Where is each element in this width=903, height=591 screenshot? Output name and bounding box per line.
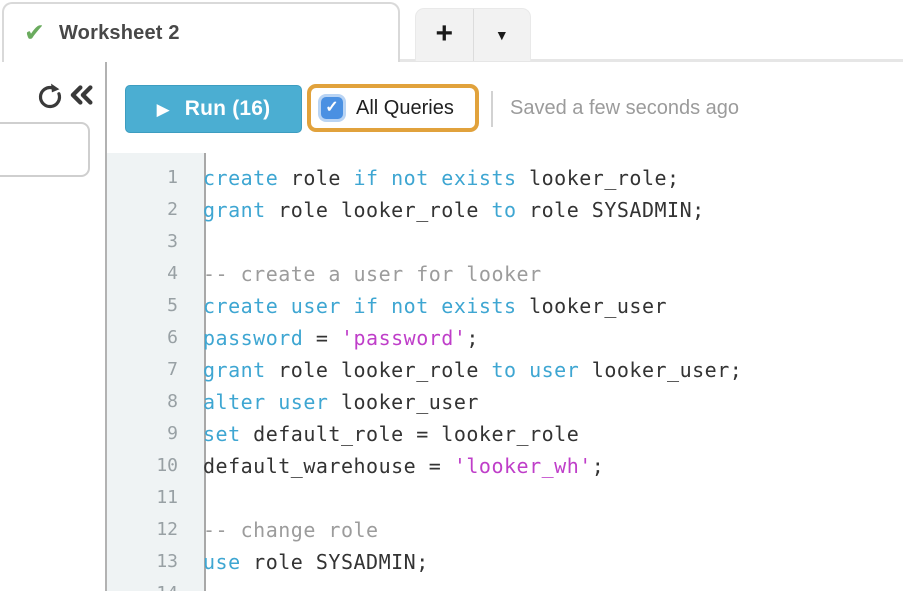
code-text: grant role looker_role to user looker_us…	[203, 358, 743, 382]
new-worksheet-button[interactable]: +	[416, 9, 473, 61]
code-text: alter user looker_user	[203, 390, 479, 414]
checkmark-icon: ✓	[325, 99, 339, 116]
saved-status: Saved a few seconds ago	[510, 97, 740, 119]
double-chevron-left-icon	[70, 85, 93, 105]
line-number: 11	[156, 487, 178, 508]
line-number: 13	[156, 551, 178, 572]
line-number: 1	[167, 167, 178, 188]
code-line[interactable]: 6 password = 'password';	[107, 322, 903, 354]
code-text	[192, 226, 203, 258]
refresh-icon	[38, 83, 62, 109]
code-text	[192, 482, 203, 514]
sidebar-search-box[interactable]	[0, 122, 90, 177]
code-text: grant role looker_role to role SYSADMIN;	[203, 198, 705, 222]
line-number: 4	[167, 263, 178, 284]
run-button[interactable]: ▶ Run (16)	[125, 85, 302, 133]
sidebar-editor-divider	[105, 62, 107, 591]
code-line[interactable]: 9 set default_role = looker_role	[107, 418, 903, 450]
code-text	[192, 578, 203, 591]
code-line[interactable]: 11	[107, 482, 903, 514]
play-icon: ▶	[156, 99, 170, 119]
code-line[interactable]: 8 alter user looker_user	[107, 386, 903, 418]
code-text: -- create a user for looker	[203, 262, 542, 286]
check-icon: ✔	[24, 18, 45, 47]
line-number: 14	[107, 578, 192, 591]
code-line[interactable]: 5 create user if not exists looker_user	[107, 290, 903, 322]
code-lines: 1 create role if not exists looker_role; 2…	[107, 162, 903, 591]
sql-editor[interactable]: 1 create role if not exists looker_role; 2…	[107, 162, 903, 591]
code-text: -- change role	[203, 518, 379, 542]
code-text: use role SYSADMIN;	[203, 550, 429, 574]
code-line[interactable]: 10 default_warehouse = 'looker_wh';	[107, 450, 903, 482]
code-line[interactable]: 2 grant role looker_role to role SYSADMIN…	[107, 194, 903, 226]
tab-actions-group: + ▼	[415, 8, 531, 61]
line-number: 6	[167, 327, 178, 348]
line-number: 7	[167, 359, 178, 380]
all-queries-checkbox[interactable]: ✓	[321, 97, 343, 119]
code-line[interactable]: 3	[107, 226, 903, 258]
line-number: 8	[167, 391, 178, 412]
line-number-gutter	[107, 153, 206, 591]
line-number: 3	[167, 231, 178, 252]
tab-label: Worksheet 2	[58, 21, 180, 44]
worksheet-menu-button[interactable]: ▼	[472, 9, 531, 61]
code-text: default_warehouse = 'looker_wh';	[203, 454, 605, 478]
collapse-sidebar-button[interactable]	[66, 80, 96, 110]
code-line[interactable]: 7 grant role looker_role to user looker_u…	[107, 354, 903, 386]
line-number: 10	[156, 455, 178, 476]
tabbar-bottom-border	[398, 59, 903, 62]
code-text: password = 'password';	[203, 326, 479, 350]
code-line[interactable]: 13 use role SYSADMIN;	[107, 546, 903, 578]
line-number: 5	[167, 295, 178, 316]
code-line[interactable]: 12 -- change role	[107, 514, 903, 546]
tab-worksheet-2[interactable]: ✔ Worksheet 2	[2, 2, 400, 62]
toolbar-divider	[491, 91, 493, 127]
refresh-button[interactable]	[36, 82, 64, 110]
line-number: 12	[156, 519, 178, 540]
run-button-label: Run (16)	[184, 97, 271, 120]
all-queries-toggle[interactable]: ✓ All Queries	[321, 97, 454, 120]
code-line[interactable]: 14	[107, 578, 903, 591]
line-number: 9	[167, 423, 178, 444]
line-number: 2	[167, 199, 178, 220]
all-queries-label: All Queries	[356, 96, 454, 119]
code-text: set default_role = looker_role	[203, 422, 580, 446]
code-line[interactable]: 1 create role if not exists looker_role;	[107, 162, 903, 194]
caret-down-icon: ▼	[494, 27, 509, 43]
all-queries-highlight-box: ✓ All Queries	[307, 84, 479, 132]
code-text: create role if not exists looker_role;	[203, 166, 680, 190]
code-line[interactable]: 4 -- create a user for looker	[107, 258, 903, 290]
code-text: create user if not exists looker_user	[203, 294, 668, 318]
plus-icon: +	[435, 17, 454, 50]
